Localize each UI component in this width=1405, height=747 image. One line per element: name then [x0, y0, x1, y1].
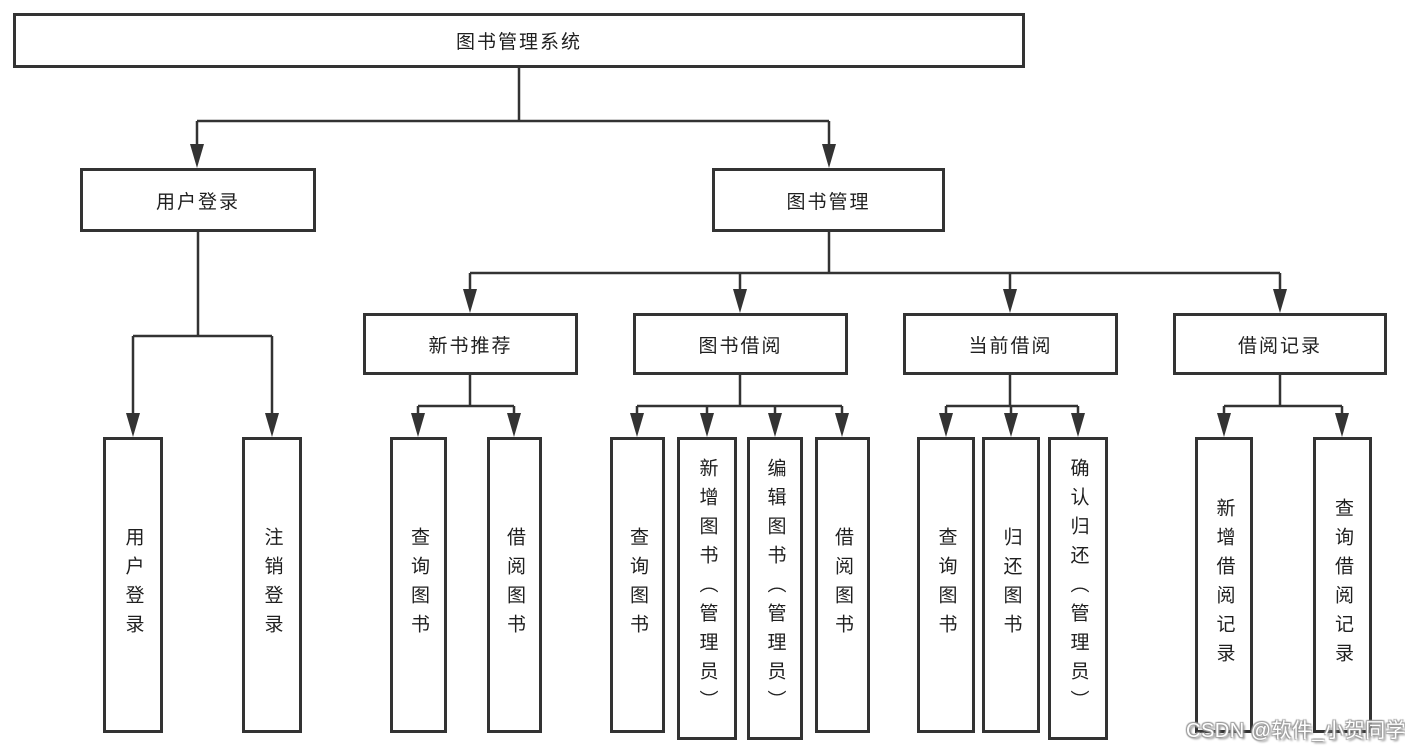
leaf-records-add-borrow-record-label: 新增借阅记录	[1213, 498, 1235, 672]
leaf-borrow-add-books-admin-label: 新增图书（管理员）	[696, 458, 718, 719]
leaf-borrow-edit-books-admin-label: 编辑图书（管理员）	[764, 458, 786, 719]
leaf-current-confirm-return-admin: 确认归还（管理员）	[1048, 437, 1108, 740]
leaf-user-login-label: 用户登录	[122, 527, 144, 643]
node-borrow-records-label: 借阅记录	[1237, 335, 1322, 357]
node-new-book-recommend-label: 新书推荐	[428, 335, 513, 357]
leaf-current-confirm-return-admin-label: 确认归还（管理员）	[1067, 458, 1089, 719]
csdn-watermark: CSDN @软件_小贺同学	[1186, 720, 1405, 742]
node-book-management-label: 图书管理	[786, 191, 871, 213]
node-new-book-recommend: 新书推荐	[363, 313, 578, 375]
leaf-records-add-borrow-record: 新增借阅记录	[1195, 437, 1253, 733]
leaf-current-query-books-label: 查询图书	[935, 527, 957, 643]
node-root-label: 图书管理系统	[455, 32, 582, 53]
leaf-user-login: 用户登录	[103, 437, 163, 733]
node-current-borrow-label: 当前借阅	[968, 335, 1053, 357]
leaf-current-return-books: 归还图书	[982, 437, 1040, 733]
leaf-current-return-books-label: 归还图书	[1000, 527, 1022, 643]
leaf-recommend-borrow-books: 借阅图书	[487, 437, 542, 733]
leaf-recommend-query-books: 查询图书	[390, 437, 447, 733]
leaf-borrow-edit-books-admin: 编辑图书（管理员）	[747, 437, 803, 740]
leaf-borrow-borrow-books: 借阅图书	[815, 437, 870, 733]
leaf-borrow-add-books-admin: 新增图书（管理员）	[677, 437, 737, 740]
node-borrow-records: 借阅记录	[1173, 313, 1387, 375]
leaf-recommend-borrow-books-label: 借阅图书	[504, 527, 525, 643]
leaf-borrow-borrow-books-label: 借阅图书	[832, 527, 853, 643]
leaf-borrow-query-books-label: 查询图书	[627, 527, 648, 643]
node-current-borrow: 当前借阅	[903, 313, 1118, 375]
node-book-borrow: 图书借阅	[633, 313, 848, 375]
node-book-management: 图书管理	[712, 168, 945, 232]
leaf-recommend-query-books-label: 查询图书	[408, 527, 429, 643]
leaf-borrow-query-books: 查询图书	[610, 437, 665, 733]
node-book-borrow-label: 图书借阅	[698, 335, 783, 357]
leaf-records-query-borrow-record: 查询借阅记录	[1313, 437, 1372, 733]
leaf-records-query-borrow-record-label: 查询借阅记录	[1332, 498, 1353, 672]
leaf-logout: 注销登录	[242, 437, 302, 733]
node-root: 图书管理系统	[13, 13, 1025, 68]
leaf-current-query-books: 查询图书	[917, 437, 975, 733]
leaf-logout-label: 注销登录	[261, 527, 283, 643]
node-user-login-label: 用户登录	[155, 191, 240, 213]
node-user-login: 用户登录	[80, 168, 316, 232]
